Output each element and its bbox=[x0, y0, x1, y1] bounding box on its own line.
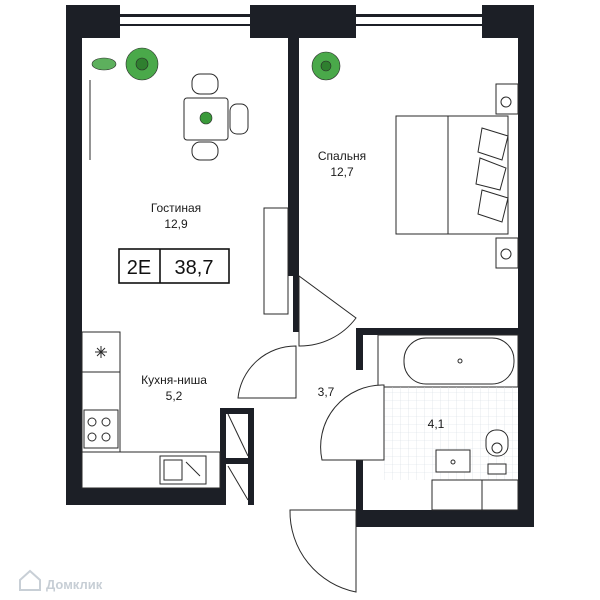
plant-icon bbox=[91, 57, 117, 71]
fridge-icon bbox=[95, 346, 107, 358]
apartment-badge: 2E 38,7 bbox=[118, 248, 230, 284]
watermark: Домклик bbox=[19, 569, 103, 592]
room-area-bath: 4,1 bbox=[428, 417, 445, 431]
room-area-kitchen: 5,2 bbox=[166, 389, 183, 403]
apartment-type: 2E bbox=[127, 257, 151, 279]
sink-icon bbox=[159, 455, 207, 485]
room-name-kitchen: Кухня-ниша bbox=[141, 373, 207, 387]
door-bath bbox=[320, 384, 385, 461]
pillow-1 bbox=[477, 127, 509, 161]
room-name-living: Гостиная bbox=[151, 201, 201, 215]
room-area-bedroom: 12,7 bbox=[330, 165, 354, 179]
door-entrance bbox=[289, 509, 357, 593]
kitchen-appliances bbox=[83, 346, 207, 485]
watermark-text: Домклик bbox=[46, 577, 103, 592]
doors bbox=[237, 275, 385, 593]
bed bbox=[395, 83, 519, 269]
plants bbox=[91, 47, 341, 125]
home-logo-icon bbox=[19, 569, 41, 591]
pillow-2 bbox=[475, 157, 507, 191]
walls bbox=[66, 5, 534, 527]
toilet-icon bbox=[485, 429, 509, 475]
plant-icon bbox=[311, 51, 341, 81]
bath-fixtures bbox=[403, 337, 515, 475]
stove-icon bbox=[83, 409, 119, 449]
room-labels: Гостиная 12,9 Спальня 12,7 Кухня-ниша 5,… bbox=[141, 149, 445, 431]
room-area-hall: 3,7 bbox=[318, 385, 335, 399]
room-area-living: 12,9 bbox=[164, 217, 188, 231]
plant-icon bbox=[125, 47, 159, 81]
pillow-3 bbox=[477, 189, 509, 223]
apartment-total-area: 38,7 bbox=[175, 257, 214, 279]
room-name-bedroom: Спальня bbox=[318, 149, 366, 163]
door-hall-left bbox=[237, 345, 297, 399]
washbasin-icon bbox=[435, 449, 471, 473]
dining-set bbox=[183, 73, 249, 161]
door-living bbox=[298, 275, 357, 347]
plant-icon bbox=[199, 111, 213, 125]
